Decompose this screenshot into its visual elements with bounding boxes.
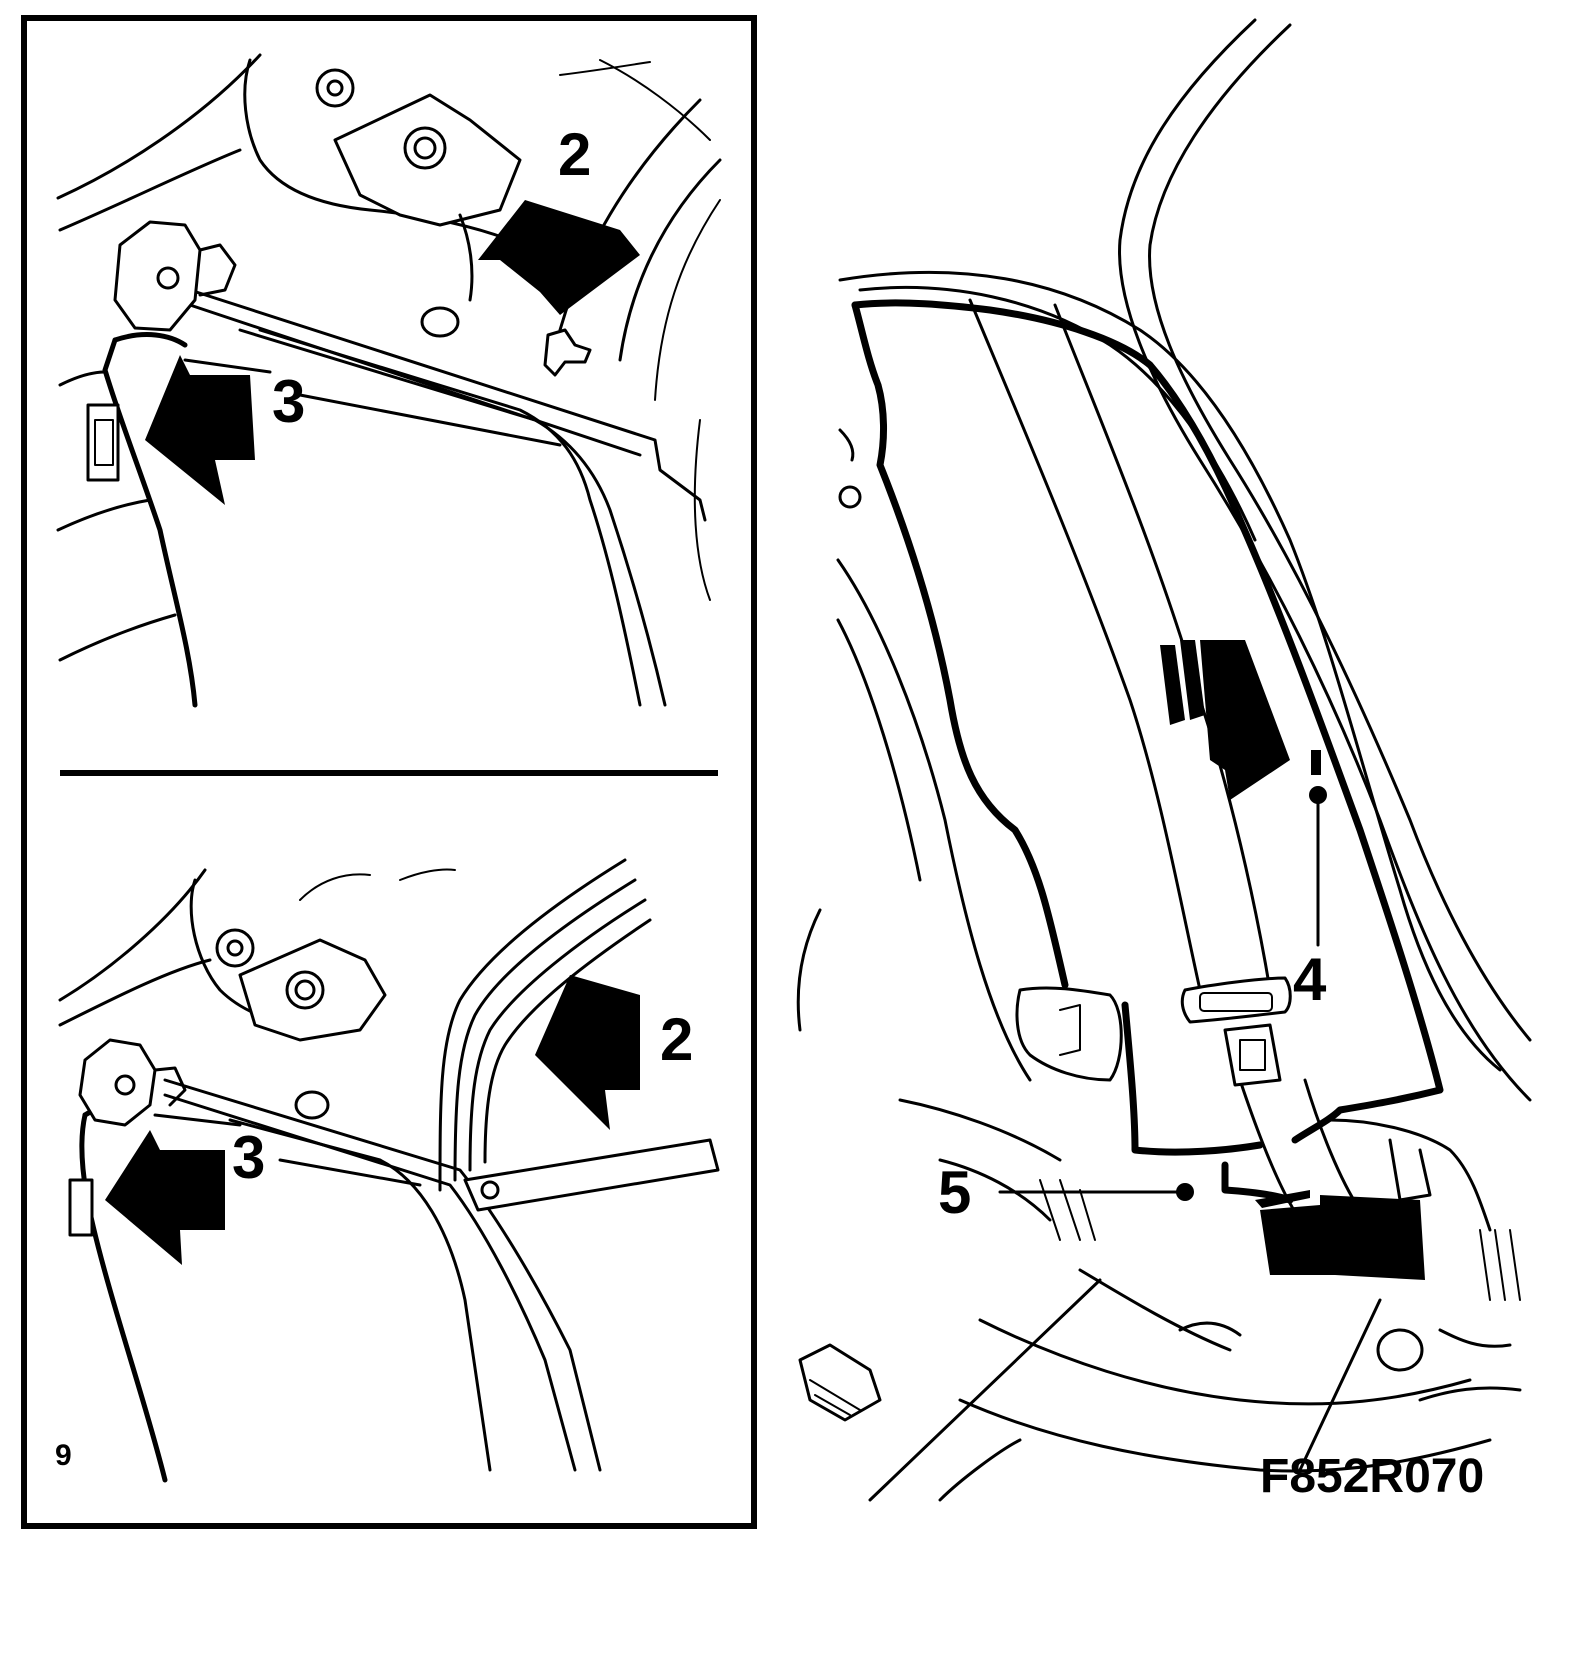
callout-top-2: 2 <box>558 121 591 188</box>
callout-right-4: 4 <box>1293 946 1327 1013</box>
top-inset-panel <box>56 53 722 708</box>
panel-mark: 9 <box>55 1439 72 1472</box>
callout-bottom-3: 3 <box>232 1124 265 1191</box>
callout-right-5: 5 <box>938 1159 971 1226</box>
callout-top-3: 3 <box>272 368 305 435</box>
figure-code: F852R070 <box>1260 1450 1484 1503</box>
right-panel <box>796 18 1532 1502</box>
bottom-inset-panel <box>58 858 720 1483</box>
callout-bottom-2: 2 <box>660 1006 693 1073</box>
left-inset-frame <box>21 15 757 1529</box>
